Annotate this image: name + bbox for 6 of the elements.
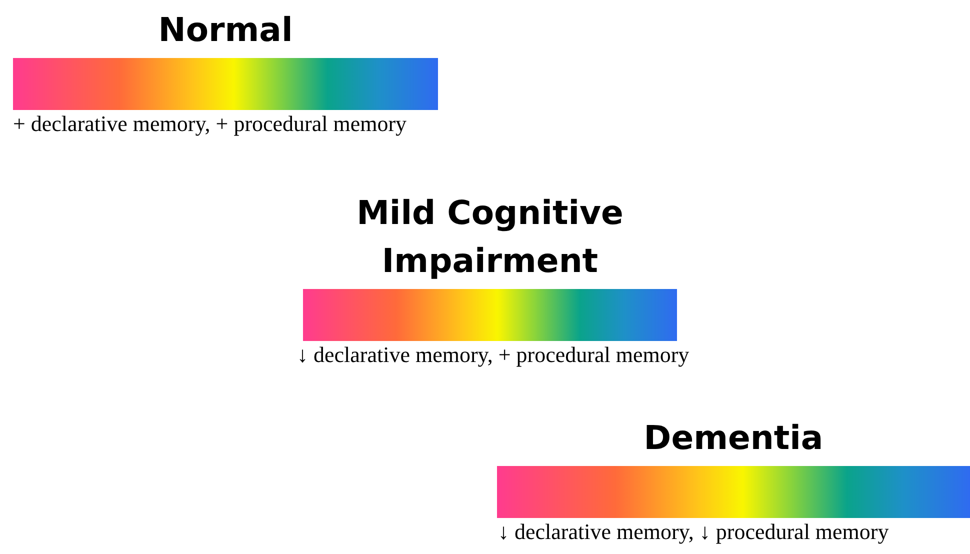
memory-caption: ↓ declarative memory, + procedural memory <box>297 343 690 367</box>
stage-heading: Mild Cognitive Impairment <box>356 192 624 282</box>
stage-heading: Normal <box>157 9 294 51</box>
stage-heading: Dementia <box>642 417 824 459</box>
memory-caption: + declarative memory, + procedural memory <box>13 112 407 136</box>
memory-caption: ↓ declarative memory, ↓ procedural memory <box>498 520 889 544</box>
